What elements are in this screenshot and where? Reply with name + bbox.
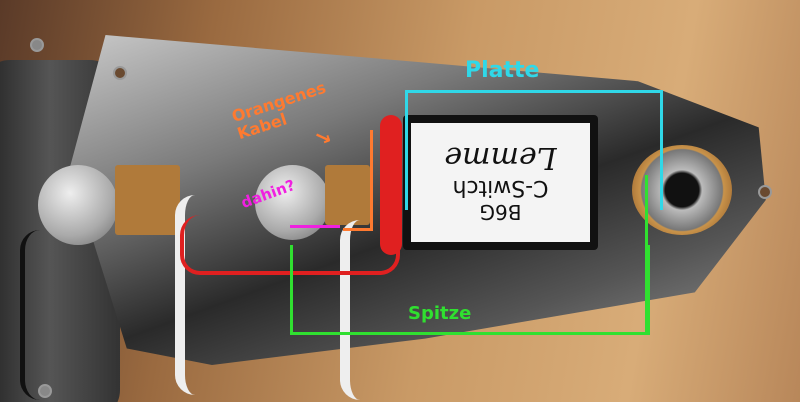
c-switch: B6G C-Switch Lemme (403, 115, 598, 250)
screw (30, 38, 44, 52)
pot-lugs-1 (115, 165, 180, 235)
screw-hole (758, 185, 772, 199)
white-wire (175, 195, 215, 395)
pot-lugs-2 (325, 165, 370, 225)
screw-hole (113, 66, 127, 80)
orange-annotation-line (343, 228, 373, 231)
cyan-annotation: Platte (465, 58, 540, 83)
orange-annotation-line (370, 130, 373, 230)
output-jack (632, 145, 732, 235)
green-annotation: Spitze (408, 303, 472, 324)
green-annotation-line (645, 175, 648, 335)
white-wire (340, 220, 380, 400)
cyan-annotation-line (405, 90, 663, 210)
magenta-annotation-line (290, 225, 340, 228)
red-wire (380, 115, 402, 255)
black-wire (20, 230, 80, 400)
potentiometer-1 (38, 165, 118, 245)
green-annotation-line (290, 245, 650, 335)
